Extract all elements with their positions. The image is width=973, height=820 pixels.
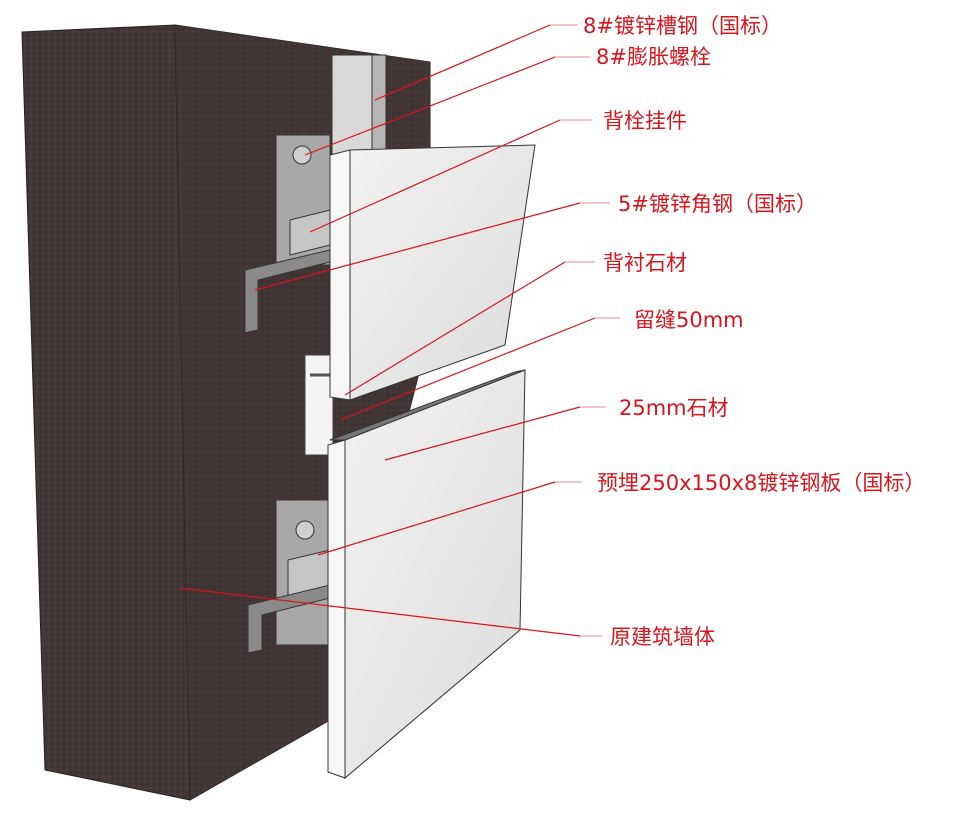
callout-5: 背衬石材 [344,251,687,396]
lower-bracket-assembly [247,499,331,654]
galvanized-channel-steel [331,54,387,156]
label-expansion-bolt: 8#膨胀螺栓 [596,45,711,69]
callout-2: 8#膨胀螺栓 [304,45,711,156]
label-embedded-plate: 预埋250x150x8镀锌钢板（国标） [597,471,925,495]
callout-4: 5#镀锌角钢（国标） [254,192,817,291]
label-angle-steel: 5#镀锌角钢（国标） [618,192,817,216]
label-stone-thickness: 25mm石材 [619,396,729,420]
expansion-bolt-icon [292,145,312,165]
lower-stone-panel [327,369,526,780]
backing-stone [304,354,334,456]
callout-8: 预埋250x150x8镀锌钢板（国标） [317,471,925,556]
callout-3: 背栓挂件 [309,109,687,233]
label-gap: 留缝50mm [634,308,744,332]
label-channel-steel: 8#镀锌槽钢（国标） [583,14,782,38]
callout-9: 原建筑墙体 [179,587,715,649]
label-building-wall: 原建筑墙体 [610,625,715,649]
upper-stone-panel [329,144,536,401]
label-backing-stone: 背衬石材 [603,251,687,275]
label-back-bolt-hanger: 背栓挂件 [603,109,687,133]
callout-6: 留缝50mm [339,308,744,421]
callout-7: 25mm石材 [384,396,729,461]
upper-bracket-assembly [244,134,331,334]
callout-1: 8#镀锌槽钢（国标） [374,14,782,101]
